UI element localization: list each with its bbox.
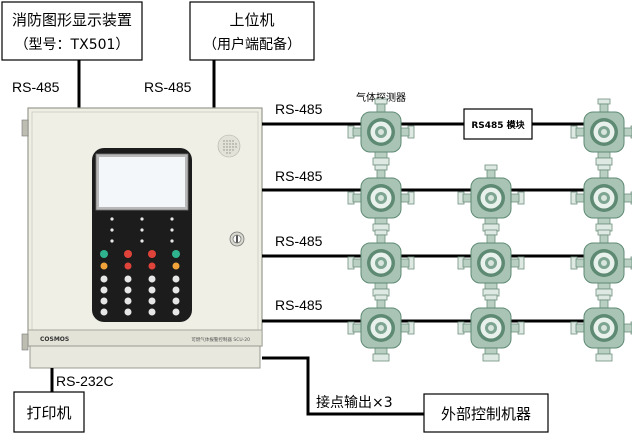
led-indicator — [140, 217, 144, 221]
led-indicator — [140, 239, 144, 243]
numeric-key[interactable] — [100, 297, 108, 305]
fire-display-model: （型号：TX501） — [15, 37, 130, 53]
rs485-label-host: RS-485 — [144, 79, 192, 95]
speaker-hole — [229, 152, 231, 154]
speaker-icon — [217, 134, 241, 158]
numeric-key[interactable] — [148, 275, 156, 283]
speaker-hole — [232, 140, 234, 142]
fire-display-title: 消防图形显示装置 — [12, 11, 132, 29]
function-key[interactable] — [124, 262, 132, 270]
led-indicator — [170, 228, 174, 232]
function-key[interactable] — [124, 250, 132, 258]
numeric-key[interactable] — [100, 308, 108, 316]
led-indicator — [140, 228, 144, 232]
gas-detector-icon — [347, 98, 415, 166]
host-title: 上位机 — [229, 11, 274, 29]
speaker-hole — [223, 140, 225, 142]
numeric-key[interactable] — [124, 275, 132, 283]
gas-detector-label: 气体探测器 — [356, 91, 406, 104]
speaker-hole — [232, 149, 234, 151]
brand-logo: COSMOS — [40, 336, 69, 343]
led-indicator — [170, 217, 174, 221]
numeric-key[interactable] — [124, 308, 132, 316]
contact-output-label: 接点输出×3 — [316, 394, 393, 411]
speaker-hole — [226, 152, 228, 154]
gas-detector-icon — [347, 164, 415, 232]
numeric-key[interactable] — [124, 297, 132, 305]
contact-output-link — [262, 356, 424, 416]
numeric-key[interactable] — [148, 308, 156, 316]
host-box: 上位机 （用户端配备） — [189, 1, 315, 61]
function-key[interactable] — [100, 262, 108, 270]
printer-box: 打印机 — [13, 391, 85, 433]
numeric-key[interactable] — [172, 275, 180, 283]
gas-detector-icon — [570, 229, 632, 297]
numeric-key[interactable] — [148, 297, 156, 305]
rs232c-label: RS-232C — [56, 373, 114, 389]
printer-label: 打印机 — [26, 404, 71, 422]
gas-detector-icon — [347, 229, 415, 297]
function-key[interactable] — [172, 250, 180, 258]
rs485-label-bus-4: RS-485 — [275, 297, 323, 313]
speaker-hole — [226, 146, 228, 148]
external-control-box: 外部控制机器 — [423, 393, 549, 433]
speaker-hole — [226, 140, 228, 142]
gas-detector-icon — [457, 294, 525, 362]
gas-detector-icon — [347, 294, 415, 362]
speaker-hole — [232, 146, 234, 148]
speaker-hole — [235, 143, 237, 145]
speaker-hole — [223, 146, 225, 148]
gas-detector-icon — [457, 229, 525, 297]
numeric-key[interactable] — [124, 286, 132, 294]
function-key[interactable] — [100, 250, 108, 258]
speaker-hole — [223, 143, 225, 145]
speaker-grille — [223, 140, 237, 154]
numeric-key[interactable] — [100, 275, 108, 283]
speaker-hole — [232, 143, 234, 145]
speaker-hole — [229, 143, 231, 145]
speaker-hole — [223, 149, 225, 151]
host-subtitle: （用户端配备） — [203, 36, 301, 53]
numeric-key[interactable] — [172, 286, 180, 294]
speaker-hole — [229, 149, 231, 151]
led-indicator — [110, 228, 114, 232]
numeric-key[interactable] — [100, 286, 108, 294]
speaker-hole — [226, 149, 228, 151]
led-indicator — [170, 239, 174, 243]
rs485-label-bus-3: RS-485 — [275, 233, 323, 249]
gas-detector-icon — [457, 164, 525, 232]
function-key[interactable] — [172, 262, 180, 270]
model-plate: 可燃气体报警控制器 SCU-20 — [191, 336, 250, 343]
key-lock-icon[interactable] — [229, 231, 245, 247]
keypad-buttons[interactable] — [100, 217, 180, 316]
controller-cabinet: COSMOS 可燃气体报警控制器 SCU-20 — [21, 107, 263, 369]
numeric-key[interactable] — [172, 308, 180, 316]
display-screen — [99, 157, 185, 207]
external-control-label: 外部控制机器 — [441, 405, 531, 423]
function-key[interactable] — [148, 250, 156, 258]
gas-detector-icon — [570, 98, 632, 166]
rs485-module-box: RS485 模块 — [463, 108, 533, 140]
function-key[interactable] — [148, 262, 156, 270]
numeric-key[interactable] — [148, 286, 156, 294]
numeric-key[interactable] — [172, 297, 180, 305]
speaker-hole — [235, 146, 237, 148]
rs485-label-fire-display: RS-485 — [12, 79, 60, 95]
rs485-module-label: RS485 模块 — [471, 119, 525, 131]
rs485-label-bus-1: RS-485 — [275, 101, 323, 117]
hinge-icon — [21, 119, 29, 351]
gas-detector-icon — [570, 294, 632, 362]
fire-display-box: 消防图形显示装置 （型号：TX501） — [1, 1, 143, 61]
led-indicator — [110, 239, 114, 243]
speaker-hole — [229, 140, 231, 142]
speaker-hole — [229, 146, 231, 148]
rs485-label-bus-2: RS-485 — [275, 168, 323, 184]
led-indicator — [110, 217, 114, 221]
gas-detector-icon — [570, 164, 632, 232]
speaker-hole — [226, 143, 228, 145]
